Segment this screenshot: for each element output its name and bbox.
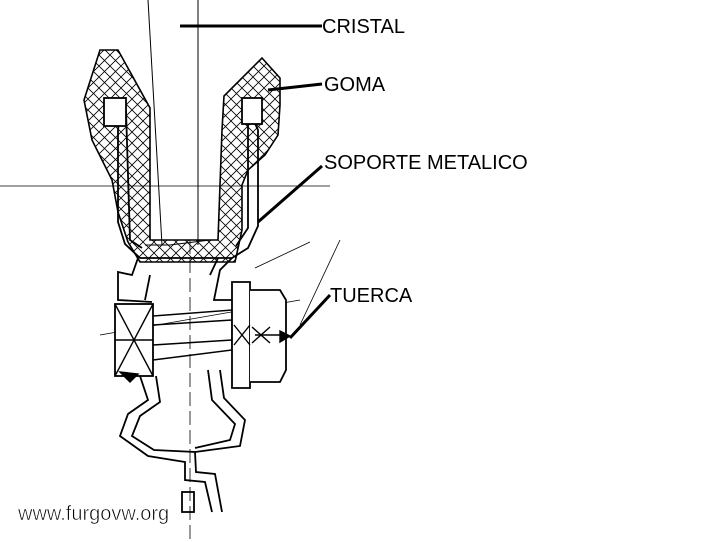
leader-soporte: [257, 164, 323, 224]
leader-lines: [180, 24, 332, 340]
label-cristal: CRISTAL: [322, 16, 405, 38]
lower-bracket: [118, 369, 246, 513]
label-goma: GOMA: [324, 74, 386, 96]
leader-tuerca: [288, 293, 332, 340]
bolt-assembly: [114, 281, 292, 389]
metal-support: [103, 97, 263, 303]
label-soporte-metalico: SOPORTE METALICO: [324, 152, 528, 174]
leader-goma: [267, 82, 323, 92]
glass-panel: [147, 0, 199, 246]
rubber-seal: [83, 49, 281, 263]
watermark: www.furgovw.org: [17, 503, 169, 525]
label-tuerca: TUERCA: [330, 285, 413, 307]
